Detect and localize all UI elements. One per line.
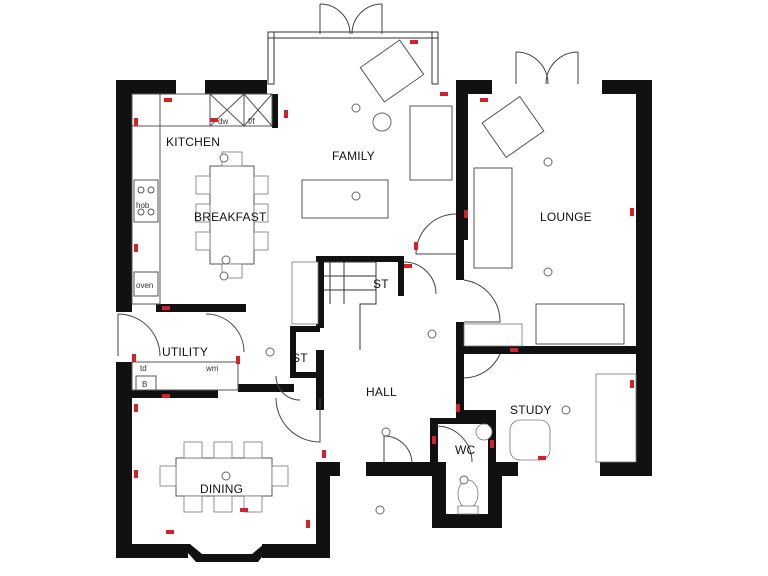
room-label-family: FAMILY [332, 149, 375, 163]
furniture [159, 39, 637, 515]
room-label-st-upper: ST [373, 277, 389, 291]
room-label-wc: WC [455, 443, 476, 457]
doors [117, 3, 579, 463]
room-label-lounge: LOUNGE [540, 210, 592, 224]
fixture-label-dishwasher: dw [218, 117, 228, 126]
room-label-kitchen: KITCHEN [166, 135, 220, 149]
socket-markers [132, 40, 634, 534]
fixture-label-fridge-freezer: f/f [248, 117, 255, 126]
room-label-dining: DINING [200, 482, 243, 496]
room-label-study: STUDY [510, 403, 552, 417]
fixture-label-hob: hob [136, 201, 150, 210]
room-label-breakfast: BREAKFAST [194, 210, 267, 224]
room-label-hall: HALL [366, 385, 397, 399]
fixture-label-boiler: B [142, 380, 147, 389]
fixture-label-oven: oven [136, 281, 153, 290]
fixture-label-washing-machine: wm [205, 364, 219, 373]
room-label-st-lower: ST [292, 351, 308, 365]
room-label-utility: UTILITY [162, 345, 208, 359]
fixture-label-tumble-dryer: td [140, 364, 147, 373]
exterior-walls [116, 31, 652, 562]
ceiling-lights [219, 103, 571, 515]
